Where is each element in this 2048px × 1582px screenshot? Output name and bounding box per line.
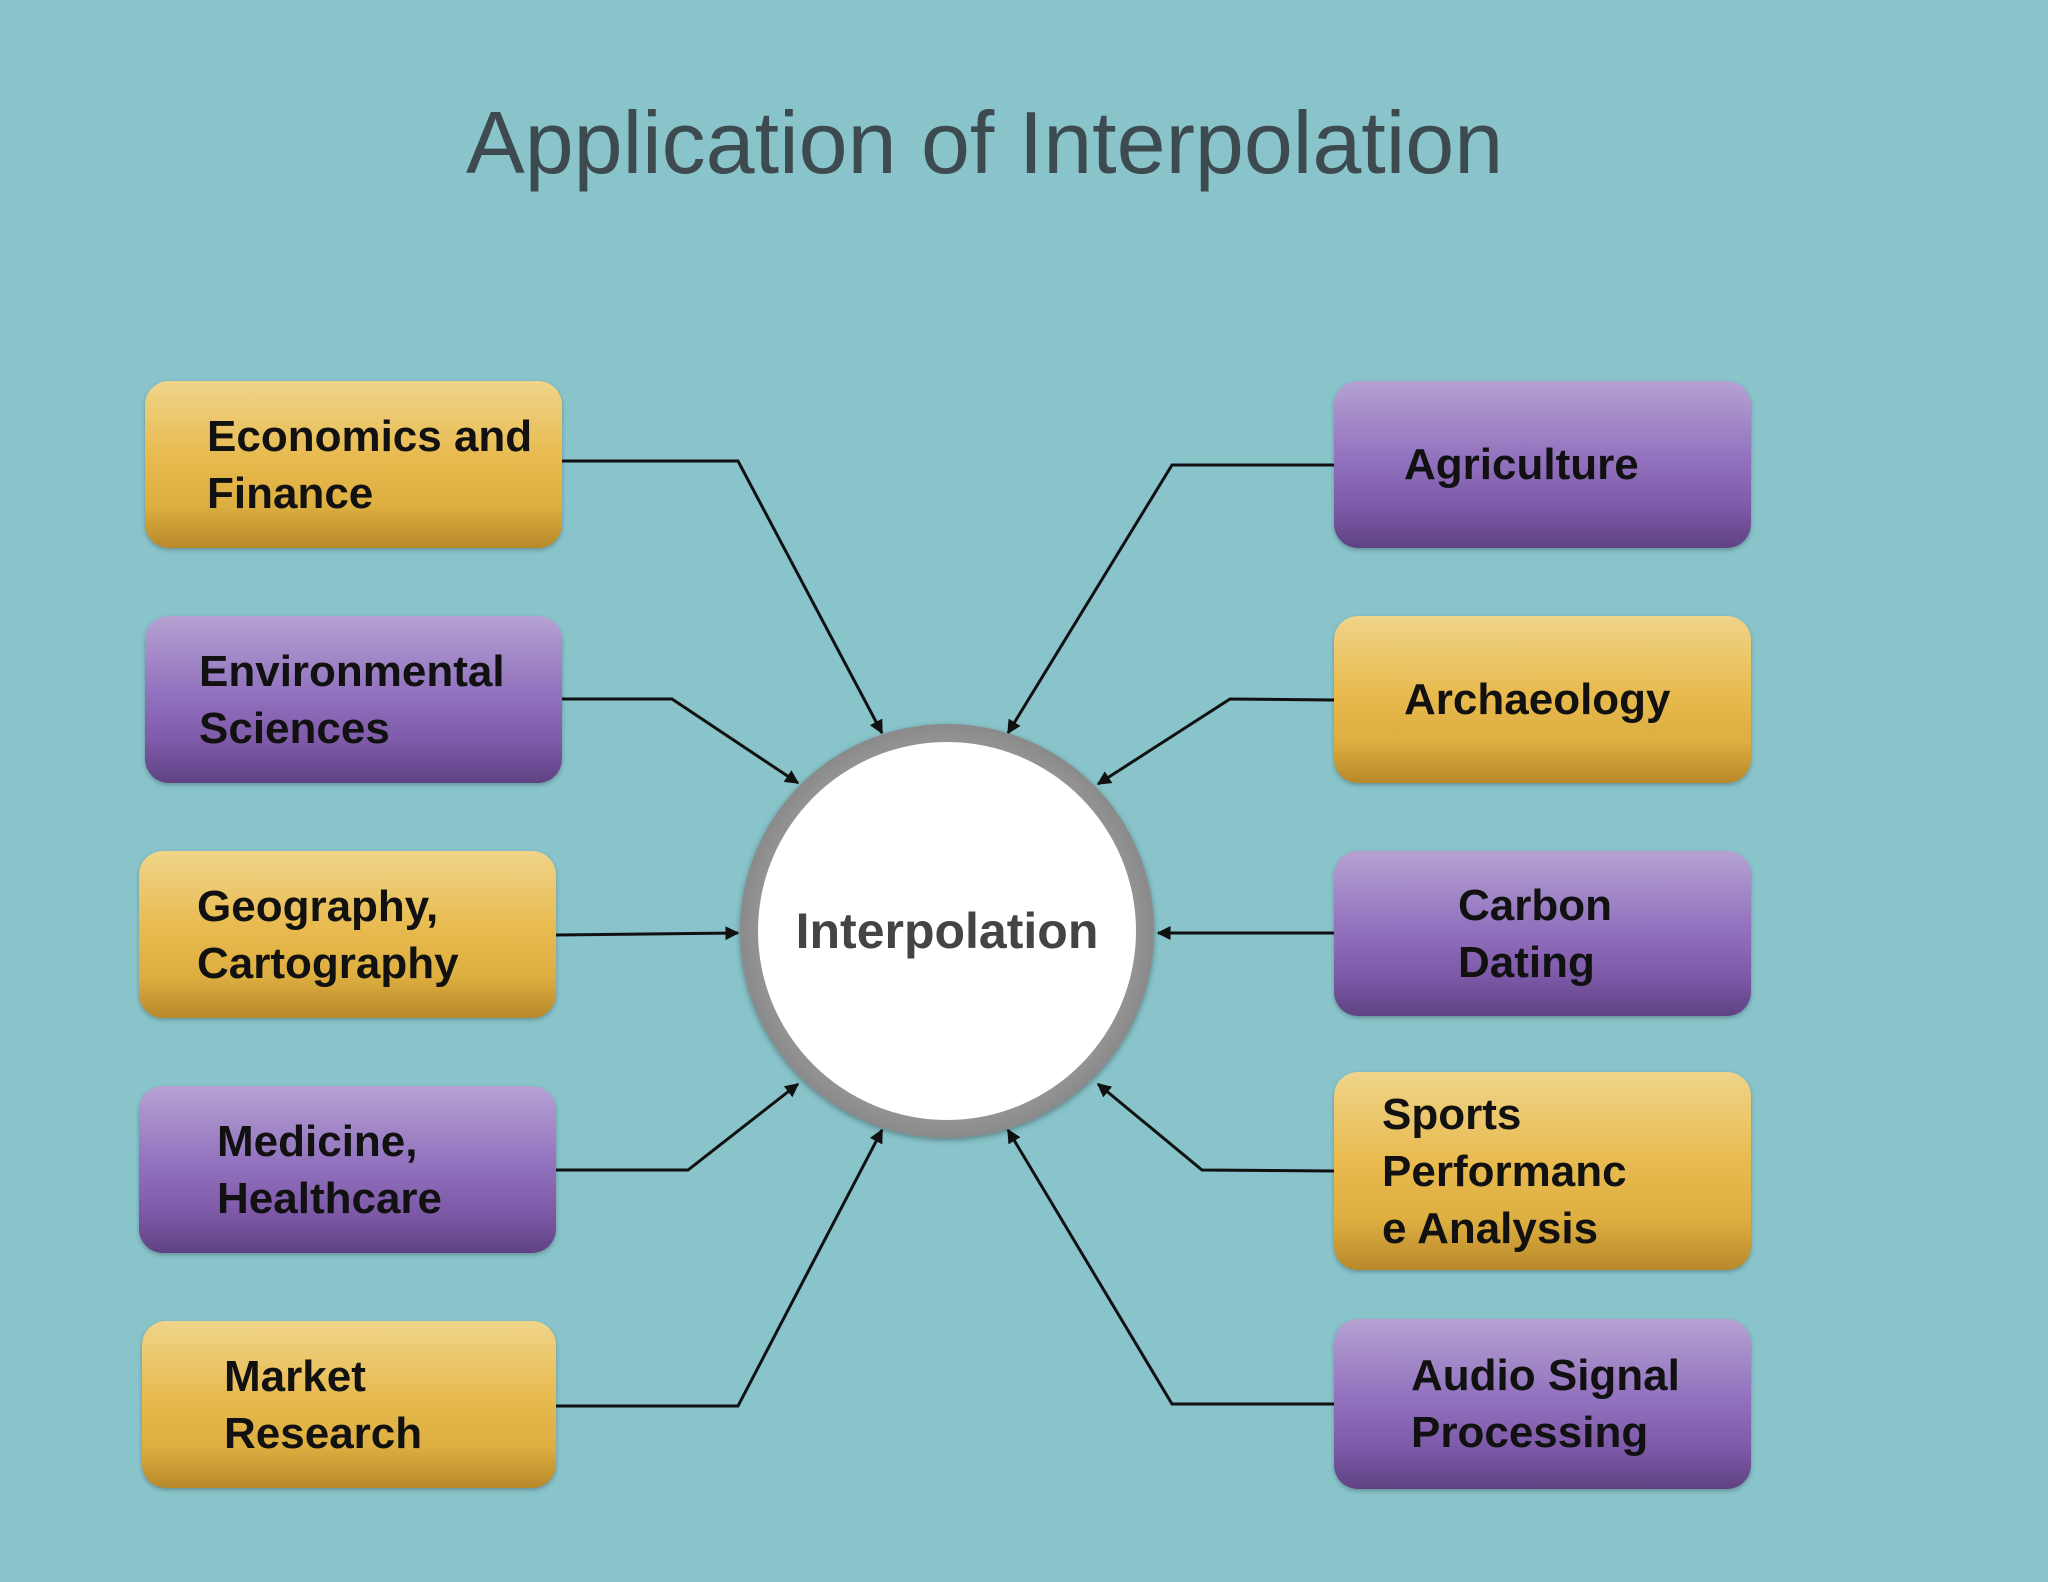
arrow-agriculture <box>1006 463 1334 735</box>
hub-inner: Interpolation <box>758 742 1136 1120</box>
arrow-sports-performance <box>1096 1082 1335 1173</box>
node-label-line: Cartography <box>197 938 459 988</box>
node-label-line: e Analysis <box>1382 1203 1599 1253</box>
node-environmental-sciences: Environmental Sciences <box>145 616 562 783</box>
node-label-line: Carbon <box>1458 880 1612 930</box>
page-title: Application of Interpolation <box>466 93 1504 192</box>
node-sports-performance-analysis: Sports Performanc e Analysis <box>1334 1072 1751 1270</box>
node-label-line: Audio Signal <box>1411 1351 1680 1400</box>
node-economics-finance: Economics and Finance <box>145 381 562 548</box>
node-geography-cartography: Geography, Cartography <box>139 851 556 1018</box>
node-archaeology: Archaeology <box>1334 616 1751 783</box>
node-label-line: Geography, <box>197 881 439 931</box>
node-label-line: Performanc <box>1382 1146 1627 1196</box>
node-label-line: Market <box>224 1351 366 1401</box>
arrow-audio-signal <box>1006 1128 1334 1406</box>
hub-circle: Interpolation <box>740 724 1154 1138</box>
node-label-line: Environmental <box>199 646 505 696</box>
arrow-economics-finance <box>562 459 884 735</box>
node-label-line: Dating <box>1458 937 1595 987</box>
arrow-environmental-sciences <box>562 697 800 785</box>
node-label-line: Agriculture <box>1404 440 1639 489</box>
node-label-line: Processing <box>1411 1408 1649 1457</box>
node-label-line: Economics and <box>207 411 533 461</box>
node-market-research: Market Research <box>142 1321 556 1488</box>
node-carbon-dating: Carbon Dating <box>1334 851 1751 1016</box>
node-audio-signal-processing: Audio Signal Processing <box>1334 1319 1751 1489</box>
node-agriculture: Agriculture <box>1334 381 1751 548</box>
node-label-line: Finance <box>207 468 374 518</box>
node-label-line: Healthcare <box>217 1173 443 1223</box>
node-label-line: Sports <box>1382 1089 1522 1139</box>
arrow-archaeology <box>1096 697 1335 786</box>
arrow-geography-cartography <box>555 926 740 941</box>
node-label-line: Sciences <box>199 703 390 753</box>
arrow-medicine-healthcare <box>556 1082 800 1172</box>
node-label-line: Medicine, <box>217 1116 418 1166</box>
node-label-line: Research <box>224 1408 423 1458</box>
arrow-market-research <box>556 1128 884 1408</box>
node-medicine-healthcare: Medicine, Healthcare <box>139 1086 556 1253</box>
hub-label: Interpolation <box>795 903 1099 959</box>
node-label-line: Archaeology <box>1404 675 1671 724</box>
